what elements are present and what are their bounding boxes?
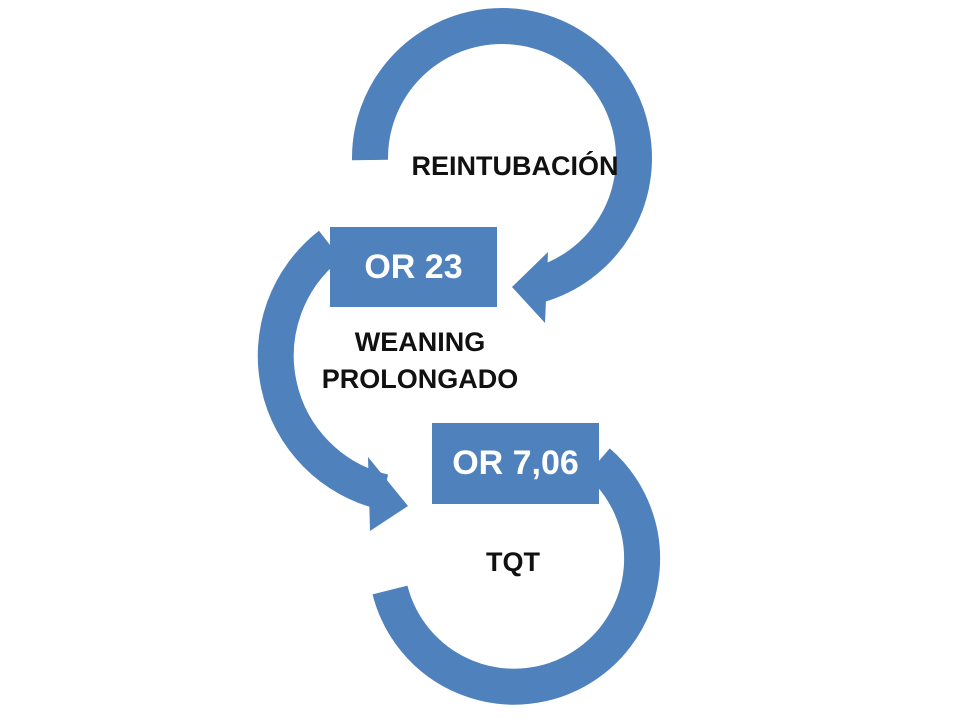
odds-ratio-label-23: OR 23 bbox=[364, 247, 463, 286]
odds-ratio-label-706: OR 7,06 bbox=[452, 444, 579, 482]
node-label-reintubacion: REINTUBACIÓN bbox=[411, 151, 619, 181]
arrow-middle-head bbox=[368, 457, 408, 531]
node-label-weaning-line2: PROLONGADO bbox=[321, 364, 519, 394]
arrow-top-head bbox=[512, 252, 548, 323]
node-label-weaning-line1: WEANING bbox=[354, 327, 486, 357]
odds-ratio-box-706: OR 7,06 bbox=[432, 423, 599, 504]
odds-ratio-box-23: OR 23 bbox=[330, 227, 497, 307]
arrow-middle-ring bbox=[257, 230, 389, 510]
arrow-top-ring bbox=[351, 8, 652, 303]
node-label-tqt: TQT bbox=[486, 547, 540, 577]
arrow-middle-cycle bbox=[257, 230, 408, 531]
arrow-bottom-ring bbox=[372, 448, 661, 705]
node-label-weaning: WEANING PROLONGADO bbox=[290, 324, 550, 398]
arrow-bottom-cycle bbox=[372, 448, 661, 705]
arrow-top-cycle bbox=[351, 8, 652, 323]
